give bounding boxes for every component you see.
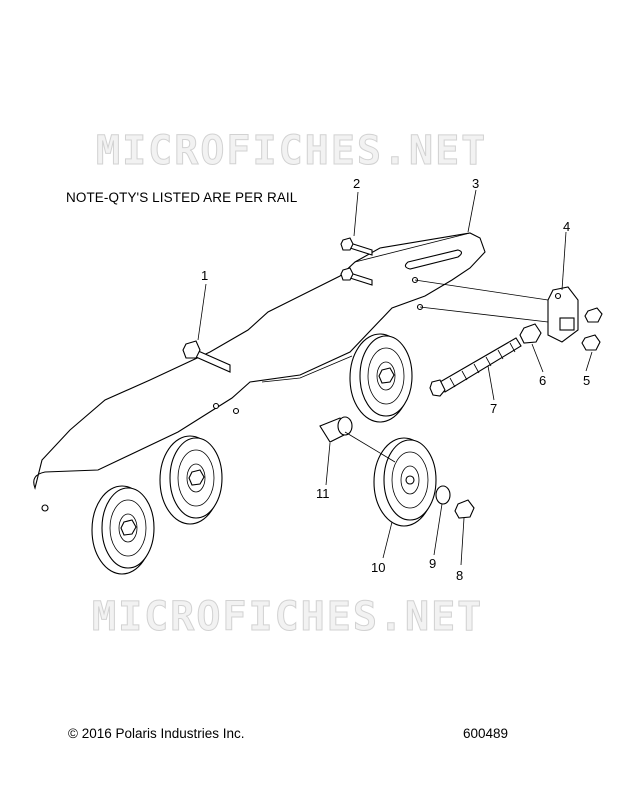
quantity-note: NOTE-QTY'S LISTED ARE PER RAIL (66, 190, 298, 205)
callout-9: 9 (429, 556, 436, 571)
idler-wheel-front (349, 333, 413, 423)
bolts-part-2 (340, 237, 373, 286)
callout-10: 10 (371, 560, 385, 575)
washer-part-9 (435, 485, 451, 505)
nut-part-8 (454, 499, 475, 519)
callout-7: 7 (490, 401, 497, 416)
idler-wheel-middle (159, 435, 223, 525)
callout-11: 11 (316, 486, 330, 501)
callout-6: 6 (539, 373, 546, 388)
callout-2: 2 (353, 176, 360, 191)
copyright-text: © 2016 Polaris Industries Inc. (68, 726, 245, 741)
adjuster-slot (404, 249, 463, 270)
threaded-rod-part-7 (429, 337, 522, 397)
callout-3: 3 (472, 176, 479, 191)
callout-1: 1 (201, 268, 208, 283)
document-number: 600489 (463, 726, 509, 741)
nut-part-6 (519, 323, 542, 344)
nut-part-5-upper (584, 307, 603, 323)
callout-5: 5 (583, 373, 590, 388)
callout-8: 8 (456, 568, 463, 583)
idler-wheel-rear (91, 485, 155, 575)
watermark-top: MICROFICHES.NET (95, 128, 488, 175)
bolt-part-1 (182, 340, 231, 373)
callout-4: 4 (563, 219, 570, 234)
idler-wheel-exploded (373, 437, 437, 527)
watermark-bottom: MICROFICHES.NET (91, 594, 484, 641)
rail-arm (33, 232, 486, 490)
spacer-part-11 (319, 416, 353, 443)
adjuster-bracket-part-4 (547, 286, 579, 343)
nut-part-5-lower (581, 334, 601, 351)
